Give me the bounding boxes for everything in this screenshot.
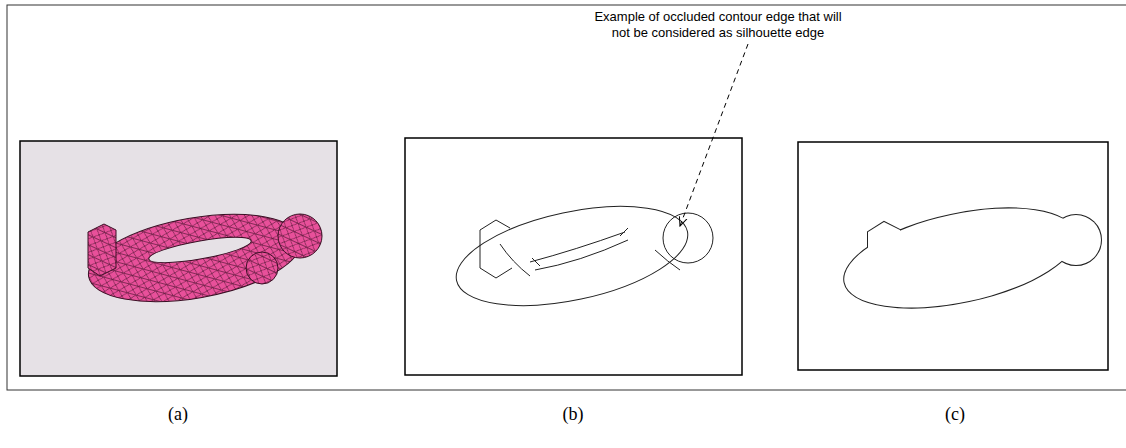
panel-label: (c) bbox=[925, 404, 985, 426]
panel-c bbox=[798, 142, 1108, 370]
panel-a bbox=[20, 141, 337, 376]
silhouette-drawing bbox=[835, 190, 1101, 325]
outer-frame bbox=[7, 5, 1126, 390]
panel-b bbox=[405, 138, 742, 375]
panel-label: (b) bbox=[543, 404, 603, 426]
shaded-torus bbox=[82, 200, 322, 316]
callout-leader bbox=[680, 44, 748, 226]
panel-label: (a) bbox=[148, 404, 208, 426]
callout-note: Example of occluded contour edge that wi… bbox=[587, 9, 849, 40]
contour-drawing bbox=[447, 188, 713, 323]
